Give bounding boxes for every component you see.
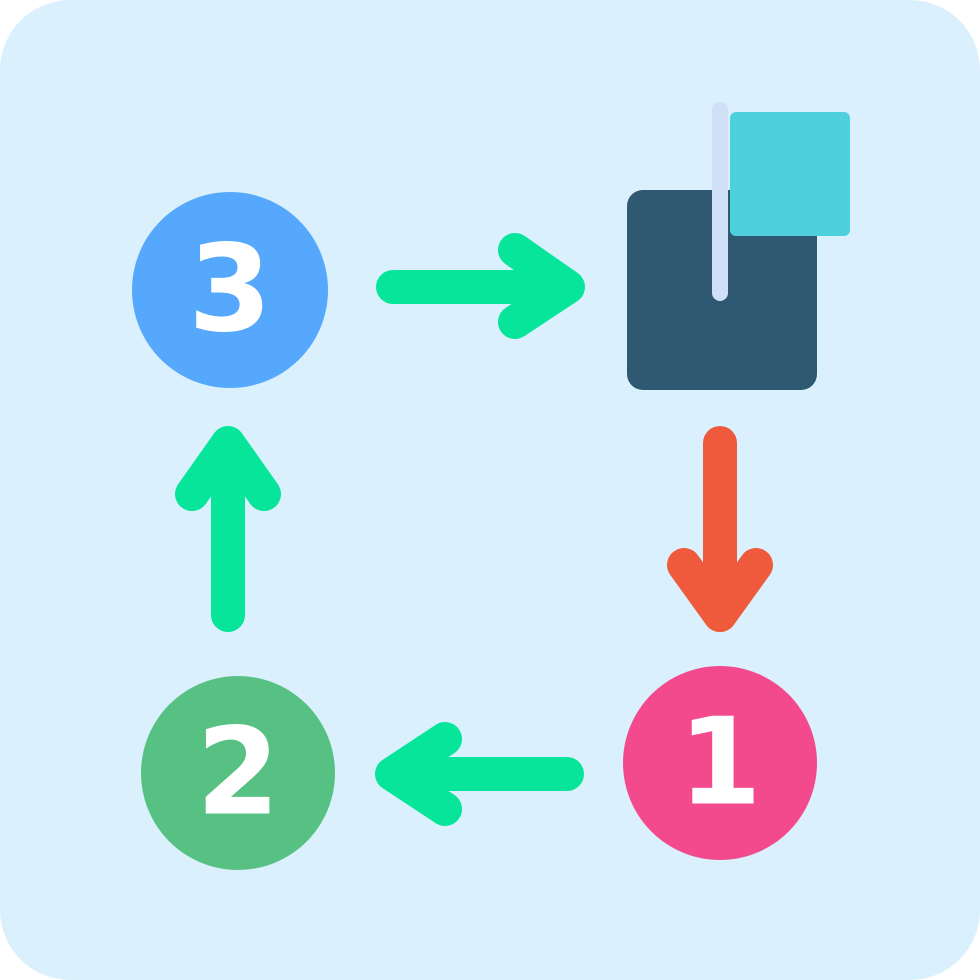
arrow-up-icon	[175, 426, 281, 632]
arrow-right-icon	[376, 233, 585, 339]
step-2-label: 2	[196, 704, 280, 843]
goal-flag-icon	[627, 102, 850, 390]
arrow-left-icon	[375, 722, 584, 826]
step-3-badge: 3	[132, 192, 328, 388]
step-1-badge: 1	[623, 666, 817, 860]
flag-cloth	[730, 112, 850, 236]
step-2-badge: 2	[141, 676, 335, 870]
arrow-down-icon	[667, 426, 773, 632]
step-3-label: 3	[188, 221, 272, 360]
step-1-label: 1	[678, 694, 762, 833]
